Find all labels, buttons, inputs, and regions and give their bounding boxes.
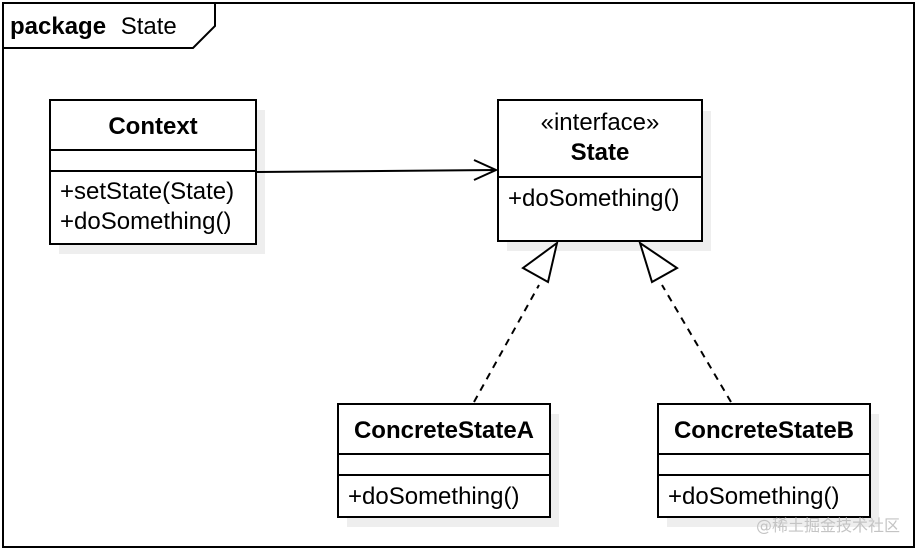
class-concrete-state-b[interactable]: ConcreteStateB +doSomething() xyxy=(657,403,871,518)
context-operation: +doSomething() xyxy=(60,208,231,235)
context-name: Context xyxy=(108,113,197,140)
realization-concrete-b-state xyxy=(638,240,732,403)
package-label: package State xyxy=(10,13,177,40)
concrete-a-name: ConcreteStateA xyxy=(354,417,534,444)
concrete-a-box xyxy=(337,403,551,518)
realization-b-line xyxy=(661,284,732,403)
concrete-b-operation: +doSomething() xyxy=(668,483,839,510)
class-concrete-state-a[interactable]: ConcreteStateA +doSomething() xyxy=(337,403,551,518)
concrete-a-operation: +doSomething() xyxy=(348,483,519,510)
concrete-b-name: ConcreteStateB xyxy=(674,417,854,444)
interface-state[interactable]: «interface» State +doSomething() xyxy=(497,99,703,242)
association-line xyxy=(256,169,497,173)
state-name: State xyxy=(571,139,630,166)
class-context[interactable]: Context +setState(State) +doSomething() xyxy=(49,99,257,245)
package-tab xyxy=(2,2,216,49)
package-keyword: package xyxy=(10,13,106,40)
state-box xyxy=(497,99,703,242)
state-operation: +doSomething() xyxy=(508,185,679,212)
association-arrowhead xyxy=(473,159,499,181)
realization-a-triangle xyxy=(521,240,559,284)
association-context-state xyxy=(256,159,499,181)
state-stereotype: «interface» xyxy=(541,109,660,136)
context-operation: +setState(State) xyxy=(60,178,234,205)
realization-a-line xyxy=(473,284,540,403)
watermark: @稀土掘金技术社区 xyxy=(755,516,900,535)
package-name: State xyxy=(121,13,177,40)
realization-concrete-a-state xyxy=(473,240,559,403)
concrete-b-box xyxy=(657,403,871,518)
realization-b-triangle xyxy=(638,240,679,284)
